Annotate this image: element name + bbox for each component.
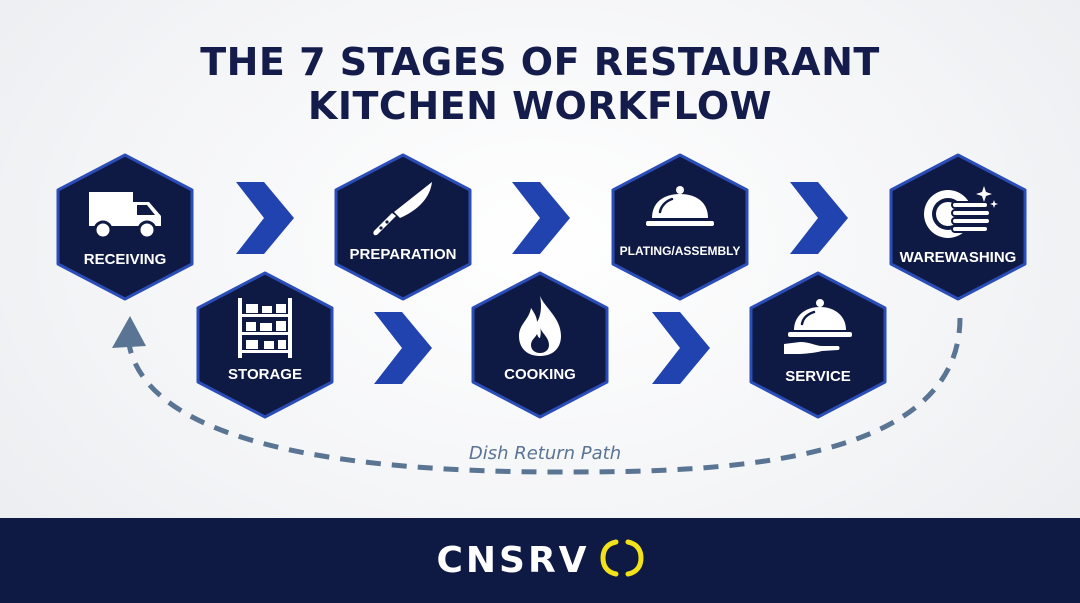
page-title: THE 7 STAGES OF RESTAURANT KITCHEN WORKF… bbox=[0, 40, 1080, 128]
stage-label: RECEIVING bbox=[83, 251, 167, 268]
brand-name: CNSRV bbox=[436, 540, 590, 581]
serving-hand-icon bbox=[784, 299, 852, 354]
title-line-1: THE 7 STAGES OF RESTAURANT bbox=[200, 40, 880, 84]
chevron-arrow-4 bbox=[652, 312, 710, 384]
footer-bar: CNSRV bbox=[0, 518, 1080, 603]
stage-plating-assembly: PLATING/ASSEMBLY bbox=[610, 152, 750, 302]
stage-service: SERVICE bbox=[748, 270, 888, 420]
brackets-logo-icon bbox=[600, 539, 644, 577]
stage-cooking: COOKING bbox=[470, 270, 610, 420]
stage-preparation: PREPARATION bbox=[333, 152, 473, 302]
stage-label: PLATING/ASSEMBLY bbox=[619, 244, 741, 258]
stage-receiving: RECEIVING bbox=[55, 152, 195, 302]
cloche-icon bbox=[646, 186, 714, 226]
brand-logo: CNSRV bbox=[0, 539, 1080, 582]
title-line-2: KITCHEN WORKFLOW bbox=[307, 84, 773, 128]
stacked-plates-icon bbox=[924, 186, 998, 238]
stage-label: WAREWASHING bbox=[899, 249, 1017, 266]
stage-label: SERVICE bbox=[785, 368, 851, 385]
return-path-label: Dish Return Path bbox=[468, 443, 622, 464]
chevron-arrow-1 bbox=[236, 182, 294, 254]
chevron-arrow-2 bbox=[374, 312, 432, 384]
stage-label: STORAGE bbox=[228, 366, 302, 383]
stage-label: PREPARATION bbox=[349, 246, 457, 263]
chevron-arrow-5 bbox=[790, 182, 848, 254]
knife-icon bbox=[373, 182, 432, 236]
stage-warewashing: WAREWASHING bbox=[888, 152, 1028, 302]
return-path-arrow bbox=[112, 316, 963, 475]
truck-icon bbox=[89, 192, 161, 240]
stage-storage: STORAGE bbox=[195, 270, 335, 420]
chevron-arrow-3 bbox=[512, 182, 570, 254]
shelving-icon bbox=[238, 298, 292, 358]
stage-label: COOKING bbox=[504, 366, 576, 383]
flame-icon bbox=[519, 296, 561, 356]
